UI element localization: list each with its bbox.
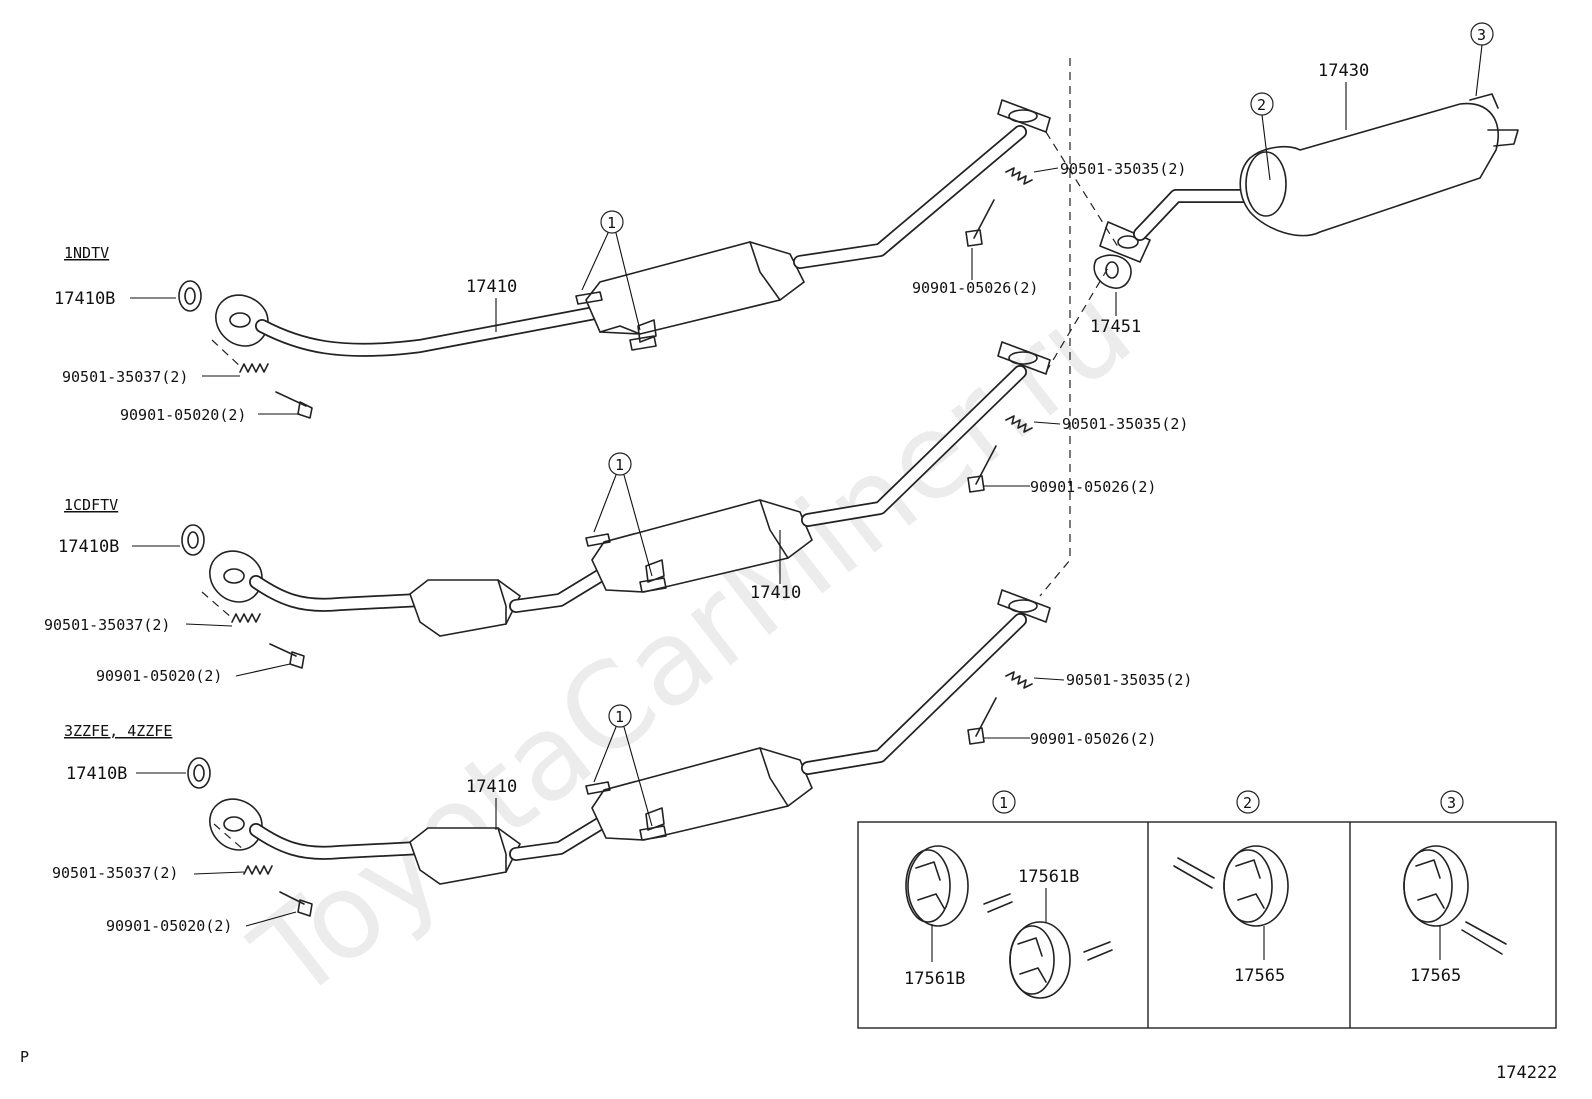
- diagram-number: 174222: [1496, 1063, 1557, 1083]
- svg-text:3: 3: [1447, 794, 1456, 812]
- bolt-front-label-1: 90901-05020(2): [120, 406, 246, 424]
- front-pipe-label-2: 17410: [750, 583, 801, 603]
- gasket-17410b-group: [130, 280, 211, 789]
- svg-text:3: 3: [1477, 26, 1486, 44]
- gasket-label-2: 17410B: [58, 537, 119, 557]
- front-pipe-assembly-1: [216, 100, 1050, 350]
- spring-rear-label-3: 90501-35035(2): [1066, 671, 1192, 689]
- corner-mark: P: [20, 1048, 29, 1066]
- engine-label-1: 1NDTV: [64, 244, 109, 262]
- hanger-callout-1a: 1: [581, 210, 641, 331]
- svg-text:1: 1: [999, 794, 1008, 812]
- gasket-label-3: 17410B: [66, 764, 127, 784]
- hanger-column-1: 1 17561B 17561B: [904, 790, 1113, 999]
- hanger-2-part: 17565: [1234, 966, 1285, 986]
- spring-front-label-2: 90501-35037(2): [44, 616, 170, 634]
- hanger-column-2: 2 17565: [1173, 790, 1289, 986]
- spring-front-label-1: 90501-35037(2): [62, 368, 188, 386]
- hanger-column-3: 3 17565: [1403, 790, 1507, 986]
- spring-rear-label-1: 90501-35035(2): [1060, 160, 1186, 178]
- bolt-rear-label-1: 90901-05026(2): [912, 279, 1038, 297]
- svg-text:1: 1: [615, 708, 624, 726]
- muffler-callout-2: 2: [1250, 92, 1274, 181]
- engine-label-3: 3ZZFE, 4ZZFE: [64, 722, 172, 740]
- bolt-rear-label-2: 90901-05026(2): [1030, 478, 1156, 496]
- hanger-1-part-a: 17561B: [904, 969, 965, 989]
- muffler-assembly: [1093, 82, 1519, 316]
- tail-gasket-label: 17451: [1090, 317, 1141, 337]
- front-springs-bolts: [185, 339, 313, 927]
- svg-text:3ZZFE, 4ZZFE: 3ZZFE, 4ZZFE: [64, 722, 172, 740]
- svg-text:2: 2: [1257, 96, 1266, 114]
- spring-rear-label-2: 90501-35035(2): [1062, 415, 1188, 433]
- rear-springs-bolts: [965, 58, 1121, 745]
- svg-text:1: 1: [607, 214, 616, 232]
- front-pipe-label-1: 17410: [466, 277, 517, 297]
- hanger-3-part: 17565: [1410, 966, 1461, 986]
- svg-text:1: 1: [615, 456, 624, 474]
- hanger-1-part-b: 17561B: [1018, 867, 1079, 887]
- gasket-label-1: 17410B: [54, 289, 115, 309]
- hanger-detail-table: [857, 821, 1557, 1029]
- svg-text:2: 2: [1243, 794, 1252, 812]
- svg-text:1CDFTV: 1CDFTV: [64, 496, 118, 514]
- front-pipe-label-3: 17410: [466, 777, 517, 797]
- svg-text:1NDTV: 1NDTV: [64, 244, 109, 262]
- bolt-rear-label-3: 90901-05026(2): [1030, 730, 1156, 748]
- bolt-front-label-2: 90901-05020(2): [96, 667, 222, 685]
- muffler-label: 17430: [1318, 61, 1369, 81]
- hanger-callout-1b: 1: [593, 452, 653, 577]
- hanger-callout-1c: 1: [593, 704, 653, 827]
- spring-front-label-3: 90501-35037(2): [52, 864, 178, 882]
- muffler-callout-3: 3: [1470, 22, 1494, 97]
- engine-label-2: 1CDFTV: [64, 496, 118, 514]
- bolt-front-label-3: 90901-05020(2): [106, 917, 232, 935]
